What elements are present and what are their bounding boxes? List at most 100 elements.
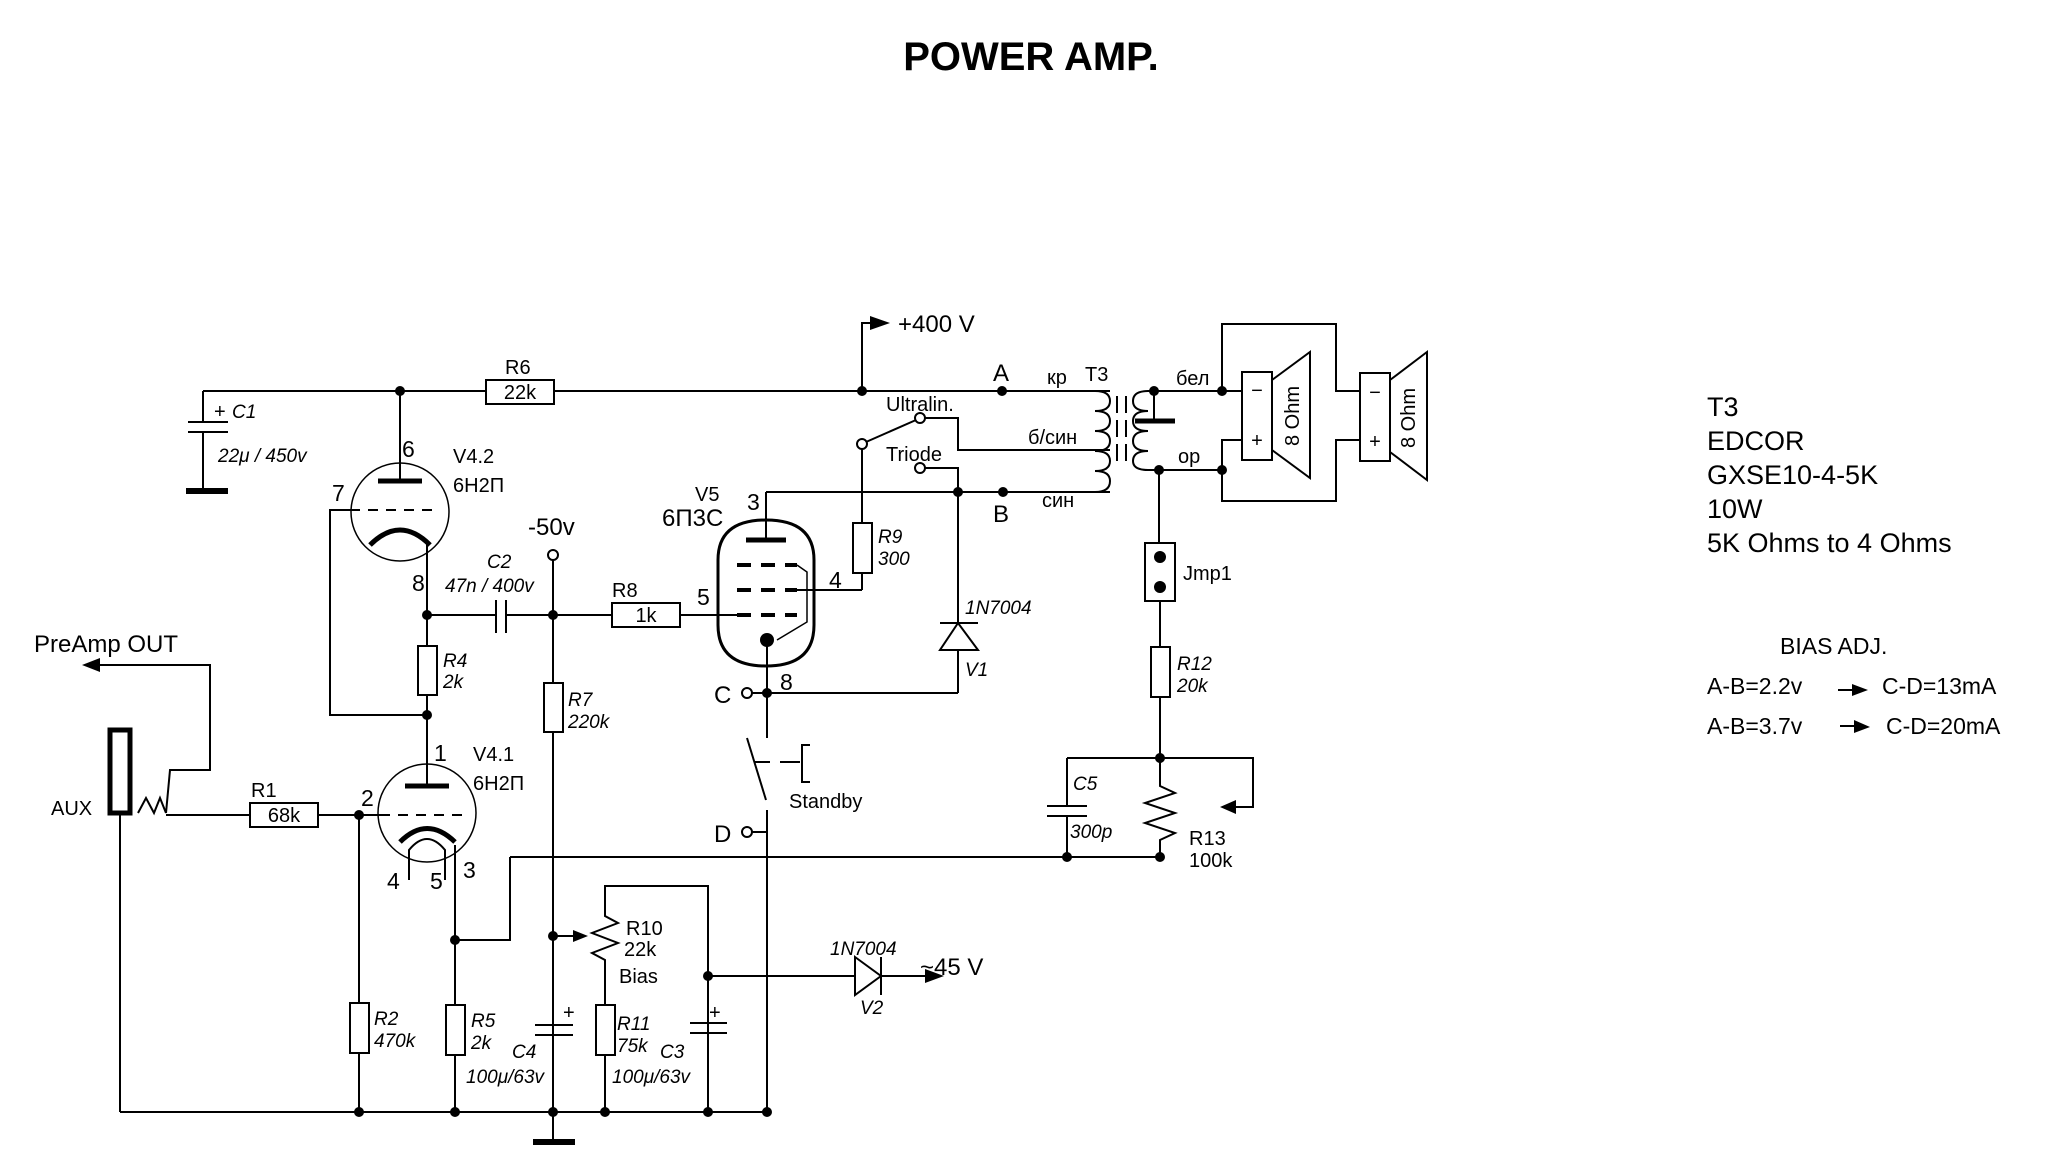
v4-1-pin-grid: 2 [361,785,374,811]
r10-ref: R10 [626,918,663,940]
v4-1-part: 6Н2П [473,773,524,795]
c2-ref: C2 [487,552,512,573]
c1-value: 22μ / 450v [217,446,308,467]
c2-value: 47n / 400v [445,576,535,597]
ultralinear-label: Ultralin. [886,394,954,416]
tube-v4-2 [329,391,450,716]
test-point-b: B [993,501,1009,528]
bias-row-cd: C-D=20mA [1886,713,2001,739]
v4-2-pin-cathode: 8 [412,570,425,596]
t3-lead-or: ор [1178,446,1200,468]
r12-ref: R12 [1177,654,1212,675]
b-plus-arrow-icon [870,316,890,330]
v5-pin-cathode: 8 [780,669,793,695]
v4-1-pin-anode: 1 [434,740,447,766]
capacitor-c3 [690,971,727,1034]
v1-ref: V1 [965,660,988,681]
r5-ref: R5 [471,1011,496,1032]
v2-part: 1N7004 [830,939,897,960]
c2-net [422,600,612,646]
resistor-r1 [249,802,319,828]
v4-2-part: 6Н2П [453,475,504,497]
standby-switch[interactable] [746,737,810,810]
c5-ref: C5 [1073,774,1098,795]
r7-value: 220k [567,712,611,733]
r13-value: 100k [1189,850,1233,872]
test-point-c-terminal [741,687,753,699]
b-plus-label: +400 V [898,311,975,338]
t3-ref: T3 [1085,364,1108,386]
r8-ref: R8 [612,580,638,602]
diode-v2 [708,955,944,997]
neg-bias-terminal [547,549,559,561]
r5-value: 2k [470,1033,493,1054]
resistor-r6 [485,379,555,405]
v4-1-pin-heater-a: 4 [387,868,400,894]
aux-jack[interactable] [82,658,250,1112]
v4-2-ref: V4.2 [453,446,494,468]
bias-row-ab: A-B=2.2v [1707,673,1803,699]
capacitor-c1 [186,391,228,494]
c1-plus: + [214,401,226,423]
r4-ref: R4 [443,651,467,672]
c1-ref: C1 [232,402,256,423]
r7-ref: R7 [568,690,594,711]
v5-pin-screen: 4 [829,567,842,593]
v4-1-pin-cathode: 3 [463,857,476,883]
r2-value: 470k [374,1031,417,1052]
sp2-plus: + [1369,431,1381,453]
transformer-notes: T3 EDCOR GXSE10-4-5K 10W 5K Ohms to 4 Oh… [1707,392,1952,558]
v4-1-ref: V4.1 [473,744,514,766]
sp1-value: 8 Ohm [1282,386,1304,446]
t3-lead-kr: кр [1047,367,1067,389]
r2-ref: R2 [374,1009,399,1030]
speaker-1 [1217,323,1360,502]
note-line: T3 [1707,392,1739,422]
bias-out-arrow-icon [925,969,944,983]
diode-v1 [767,492,980,694]
preamp-out-label: PreAmp OUT [34,631,178,658]
v5-pin-anode: 3 [747,489,760,515]
sp1-plus: + [1251,430,1263,452]
neg-bias-label: -50v [528,514,575,541]
page-title: POWER AMP. [903,35,1159,79]
r10-value: 22k [624,939,657,961]
sp2-minus: − [1369,382,1381,404]
v1-part: 1N7004 [965,598,1032,619]
bias-adj-heading: BIAS ADJ. [1780,633,1887,659]
jmp1-ref: Jmp1 [1183,563,1232,585]
sp1-minus: − [1251,380,1263,402]
t3-lead-bsin: б/син [1028,427,1077,449]
r1-ref: R1 [251,780,277,802]
v4-2-pin-grid: 7 [332,480,345,506]
r6-ref: R6 [505,357,531,379]
standby-label: Standby [789,791,862,813]
transformer-t3 [1002,386,1220,493]
bias-pot-r10[interactable] [589,885,709,1112]
arrow-right-icon [1854,720,1870,733]
v4-2-pin-anode: 6 [402,436,415,462]
capacitor-c4 [535,930,588,1036]
r8-value: 1k [635,605,657,627]
resistor-r4 [417,645,438,696]
c3-plus: + [709,1002,721,1024]
note-line: 5K Ohms to 4 Ohms [1707,528,1952,558]
bias-adj-table: BIAS ADJ. A-B=2.2v C-D=13mA A-B=3.7v C-D… [1707,633,2001,739]
mode-switch[interactable] [852,412,1110,590]
resistor-r8 [611,602,681,628]
note-line: GXSE10-4-5K [1707,460,1878,490]
v2-ref: V2 [860,998,884,1019]
v5-pin-grid: 5 [697,584,710,610]
cathode-network [450,857,511,1005]
resistor-r5 [445,1004,466,1056]
aux-label: AUX [51,798,92,820]
test-point-d: D [714,821,731,848]
r11-ref: R11 [617,1014,650,1035]
t3-lead-bel: бел [1176,368,1209,390]
feedback-network [510,470,1254,862]
note-line: EDCOR [1707,426,1805,456]
r11-value: 75k [617,1036,649,1057]
r13-ref: R13 [1189,828,1226,850]
r1-value: 68k [268,805,301,827]
bias-out-label: ~45 V [920,954,983,981]
